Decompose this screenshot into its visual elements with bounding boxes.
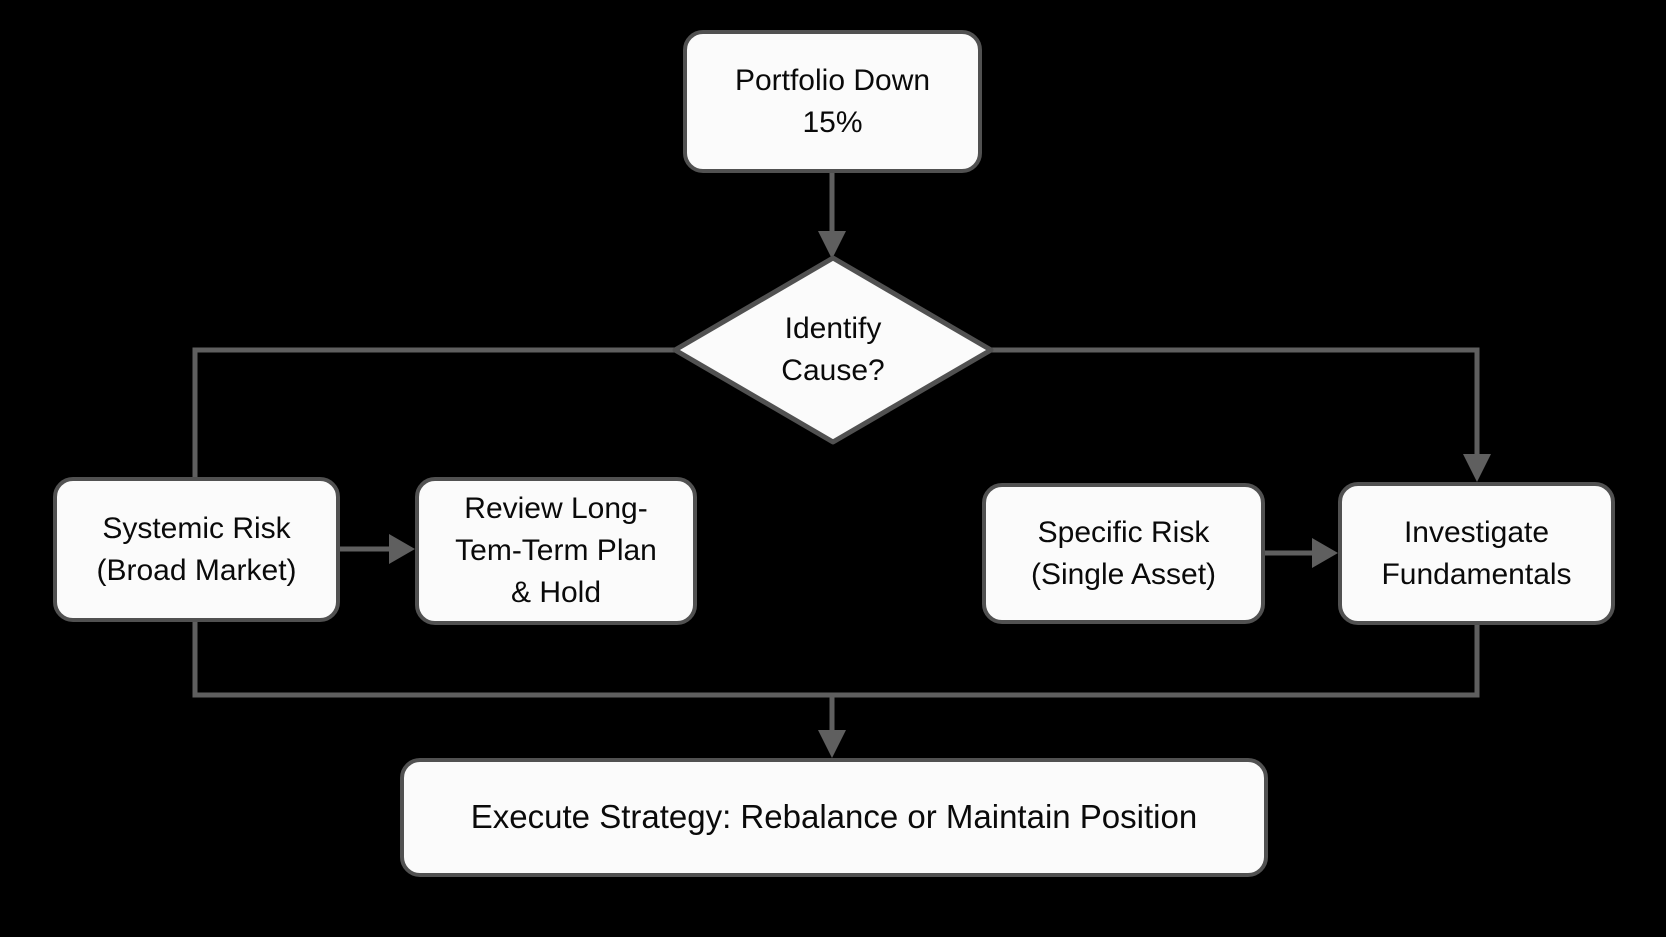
arrowhead-into-investigate-top <box>1463 454 1491 482</box>
node-systemic-risk: Systemic Risk (Broad Market) <box>53 477 340 622</box>
node-review-plan: Review Long-Tem-Term Plan & Hold <box>415 477 697 625</box>
arrowhead-into-review <box>389 534 415 564</box>
arrowhead-into-execute <box>818 730 846 758</box>
connector-collector-to-execute <box>192 622 1480 698</box>
node-identify-cause: Identify Cause? <box>733 280 933 420</box>
node-review-plan-label: Review Long-Tem-Term Plan & Hold <box>455 492 657 609</box>
node-portfolio-down: Portfolio Down 15% <box>683 30 982 173</box>
node-systemic-risk-label: Systemic Risk (Broad Market) <box>96 511 297 587</box>
node-specific-risk-label: Specific Risk (Single Asset) <box>1030 515 1217 591</box>
decision-diamond <box>672 255 994 445</box>
arrowhead-into-investigate-left <box>1312 538 1338 568</box>
connector-decision-to-investigate <box>991 347 1480 457</box>
arrowhead-into-decision <box>818 231 846 259</box>
node-execute-strategy: Execute Strategy: Rebalance or Maintain … <box>400 758 1268 877</box>
node-specific-risk: Specific Risk (Single Asset) <box>982 483 1265 624</box>
node-portfolio-down-label: Portfolio Down 15% <box>734 63 931 139</box>
node-investigate-fundamentals: Investigate Fundamentals <box>1338 482 1615 625</box>
node-identify-cause-label: Identify Cause? <box>781 312 885 387</box>
node-investigate-fundamentals-label: Investigate Fundamentals <box>1381 515 1572 591</box>
node-execute-strategy-label: Execute Strategy: Rebalance or Maintain … <box>470 798 1198 836</box>
connector-decision-to-systemic <box>192 347 675 477</box>
